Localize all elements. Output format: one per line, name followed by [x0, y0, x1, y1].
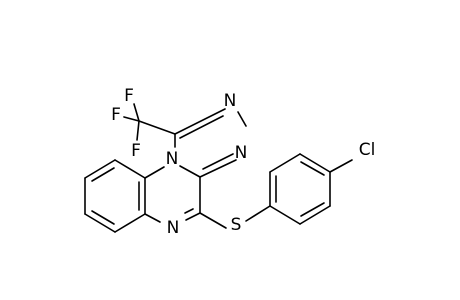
bond-ar2-ar3 — [269, 153, 301, 173]
bond-c3a-nfused — [179, 165, 201, 178]
bond-ar4-cl — [329, 159, 353, 173]
atom-f-top: F — [124, 86, 134, 106]
bond-c9a-c9 — [114, 159, 146, 179]
bond-s-aryl — [245, 205, 271, 222]
bond-c4-n5-double — [184, 208, 194, 214]
bond-n5-c5a — [144, 213, 161, 223]
bond-c4-n5 — [185, 212, 201, 221]
bond-n2-n3 — [237, 111, 247, 127]
bond-c-f-top — [133, 103, 140, 122]
atom-cl: Cl — [359, 140, 376, 160]
bond-ar3-ar4 — [299, 153, 331, 173]
bond-cf3-triazole — [138, 120, 176, 135]
atom-n-triazole-top: N — [224, 91, 237, 111]
bond-c1-n2-double — [179, 115, 224, 139]
atom-f-bottom: F — [131, 141, 141, 161]
atom-labels: F F F N N N N S Cl — [111, 86, 375, 238]
atom-n-fused: N — [166, 149, 179, 169]
atom-f-left: F — [111, 105, 121, 125]
atom-n-quinoxaline: N — [167, 218, 180, 238]
bond-c9a-nfused — [144, 166, 165, 179]
bond-c7-c6-double — [91, 210, 115, 225]
bond-c9-c8 — [84, 159, 116, 179]
bond-c9-c8-double — [91, 167, 115, 182]
bond-ar3-ar4-double — [300, 161, 325, 176]
atom-n-triazole-right: N — [235, 143, 248, 163]
bond-n3-c3a — [199, 159, 237, 178]
bond-c-f-bottom — [136, 120, 140, 141]
bond-ar5-ar6 — [299, 205, 331, 225]
bond-n3-c3a-double — [202, 153, 234, 170]
bond-c1-n2 — [174, 108, 226, 135]
bond-lines — [84, 103, 353, 233]
bond-c6-c5a — [114, 213, 146, 233]
atom-s: S — [231, 215, 242, 235]
bond-c7-c6 — [84, 213, 116, 233]
bond-ar5-ar6-double — [300, 202, 325, 217]
bond-c4-s — [199, 212, 227, 229]
bond-c-f-left — [123, 116, 140, 122]
bond-ar6-ar1 — [269, 205, 301, 225]
